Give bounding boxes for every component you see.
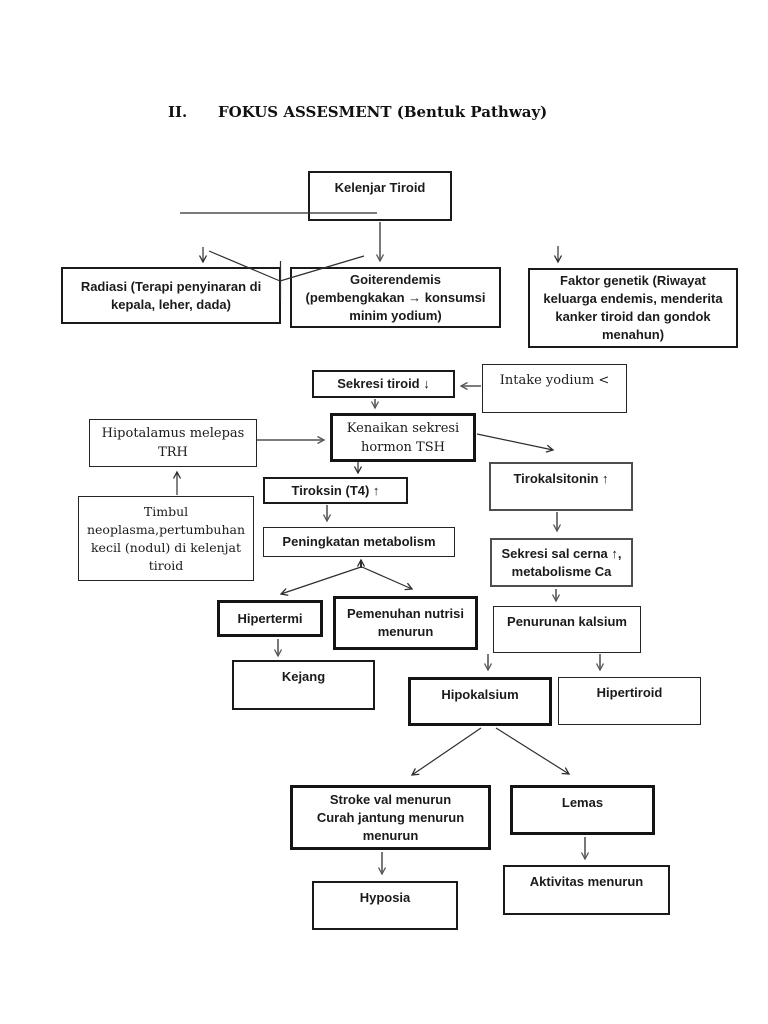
node-intake-yodium: Intake yodium < (482, 364, 627, 413)
node-goiterendemis: Goiterendemis (pembengkakan → konsumsi m… (290, 267, 501, 328)
node-kenaikan-tsh: Kenaikan sekresi hormon TSH (330, 413, 476, 462)
node-hipertiroid: Hipertiroid (558, 677, 701, 725)
arrow-branch-to-pemenuhan (361, 566, 414, 591)
node-tirokalsitonin: Tirokalsitonin ↑ (489, 462, 633, 511)
node-kejang: Kejang (232, 660, 375, 710)
arrow-kenaikan-to-tirokalsitonin (476, 433, 555, 453)
node-pemenuhan-nutrisi: Pemenuhan nutrisi menurun (333, 596, 478, 650)
node-timbul-neoplasma: Timbul neoplasma,pertumbuhan kecil (nodu… (78, 496, 254, 581)
title-text: FOKUS ASSESMENT (Bentuk Pathway) (218, 103, 548, 121)
arrow-branch-to-hipertermi (279, 566, 362, 596)
node-hipotalamus: Hipotalamus melepas TRH (89, 419, 257, 467)
arrow-hipokalsium-to-stroke (410, 727, 482, 776)
node-hipokalsium: Hipokalsium (408, 677, 552, 726)
node-sekresi-tiroid: Sekresi tiroid ↓ (312, 370, 455, 398)
node-radiasi: Radiasi (Terapi penyinaran di kepala, le… (61, 267, 281, 324)
arrow-hipokalsium-to-lemas (495, 727, 571, 775)
node-hyposia: Hyposia (312, 881, 458, 930)
node-stroke-val: Stroke val menurun Curah jantung menurun… (290, 785, 491, 850)
node-sekresi-sal-cerna: Sekresi sal cerna ↑, metabolisme Ca (490, 538, 633, 587)
node-faktor-genetik: Faktor genetik (Riwayat keluarga endemis… (528, 268, 738, 348)
title-numeral: II. (168, 103, 188, 121)
node-penurunan-kalsium: Penurunan kalsium (493, 606, 641, 653)
node-lemas: Lemas (510, 785, 655, 835)
node-tiroksin: Tiroksin (T4) ↑ (263, 477, 408, 504)
node-hipertermi: Hipertermi (217, 600, 323, 637)
node-kelenjar-tiroid: Kelenjar Tiroid (308, 171, 452, 221)
node-peningkatan-metabolism: Peningkatan metabolism (263, 527, 455, 557)
node-aktivitas-menurun: Aktivitas menurun (503, 865, 670, 915)
